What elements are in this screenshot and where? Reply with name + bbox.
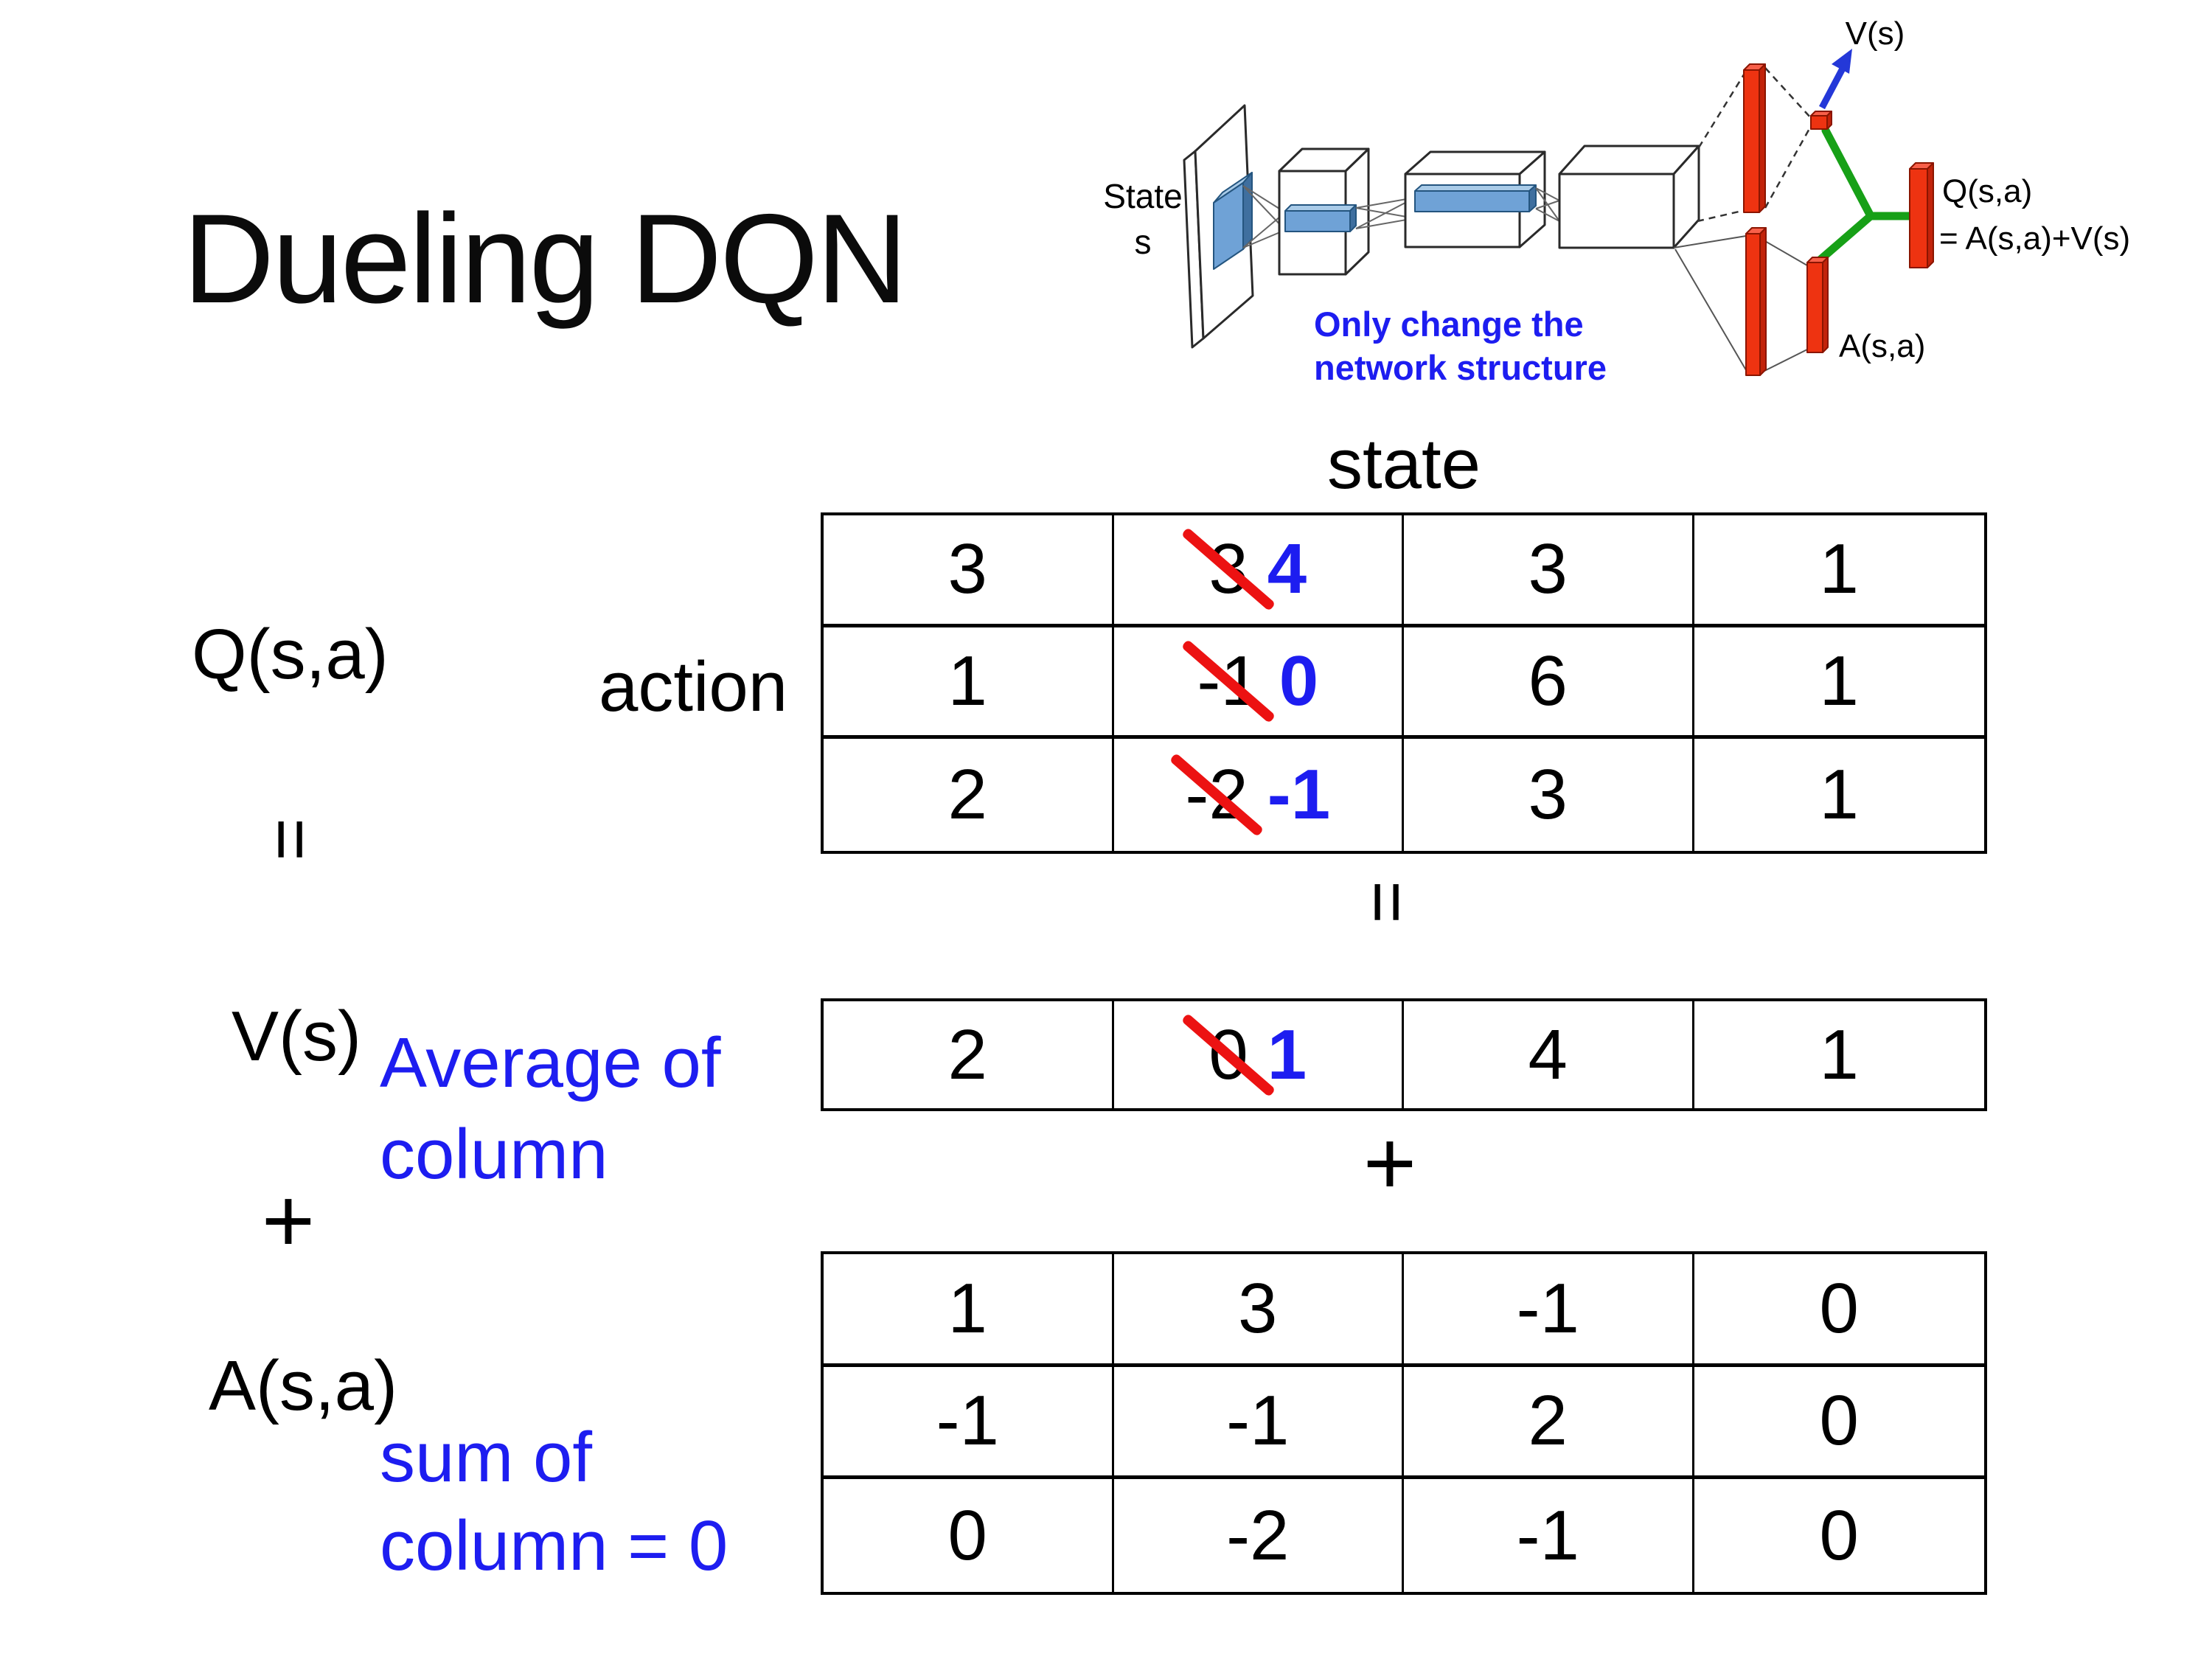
a-cell: -1	[1404, 1479, 1694, 1592]
old-value: 3	[1180, 527, 1276, 612]
old-value: -1	[1180, 639, 1276, 724]
equals-center: =	[1346, 880, 1429, 924]
average-note-line2: column	[380, 1115, 608, 1194]
a-cell: -1	[1404, 1254, 1694, 1367]
a-cell: -2	[1114, 1479, 1404, 1592]
v-stream-dashed-links	[1697, 67, 1812, 223]
sum-note-line2: column = 0	[380, 1506, 728, 1585]
diagram-v-output-label: V(s)	[1846, 15, 1905, 52]
a-cell: 0	[1819, 1495, 1859, 1575]
plus-left: +	[261, 1170, 316, 1272]
q-table: 3 3 4 3 1 1 -1 0 6 1 2 -2 -1 3 1	[821, 512, 1987, 854]
q-node-bar	[1909, 162, 1934, 268]
a-cell: 0	[1694, 1367, 1984, 1480]
state-header: state	[1326, 425, 1481, 504]
v-matrix-label: V(s)	[232, 997, 361, 1076]
conv-filter-3	[1414, 184, 1537, 212]
diagram-q-formula-label: = A(s,a)+V(s)	[1939, 220, 2130, 257]
q-cell-corrected: 3 4	[1113, 515, 1404, 627]
new-value: 1	[1267, 1015, 1307, 1094]
combine-links	[1811, 126, 1913, 268]
old-value: -2	[1169, 753, 1265, 838]
v-cell-corrected: 0 1	[1114, 1001, 1404, 1108]
a-matrix-label: A(s,a)	[209, 1346, 398, 1425]
a-cell: 0	[1694, 1254, 1984, 1367]
q-cell-corrected: -2 -1	[1114, 739, 1404, 851]
old-value: 0	[1180, 1012, 1276, 1097]
a-stream-links	[1673, 235, 1808, 375]
q-cell: 3	[1404, 515, 1694, 627]
q-cell: 1	[1819, 755, 1859, 835]
q-cell: 1	[824, 627, 1114, 740]
a-node-bar	[1806, 257, 1829, 353]
new-value: 4	[1267, 529, 1307, 609]
a-cell: -1	[1113, 1366, 1404, 1480]
q-cell: 3	[824, 515, 1114, 627]
conv-filter-1	[1213, 172, 1253, 270]
q-cell: 3	[1404, 739, 1694, 851]
conv-filter-2	[1284, 204, 1357, 232]
q-cell-corrected: -1 0	[1113, 627, 1404, 740]
v-cell: 4	[1404, 1001, 1694, 1108]
a-table: 1 3 -1 0 -1 -1 2 0 0 -2 -1 0	[821, 1251, 1987, 1595]
v-output-arrow	[1819, 49, 1852, 110]
plus-center: +	[1363, 1113, 1417, 1214]
a-cell: 3	[1113, 1254, 1404, 1367]
q-cell: 2	[824, 739, 1114, 851]
q-cell: 6	[1404, 627, 1694, 740]
v-cell: 2	[824, 1001, 1114, 1108]
diagram-note-line2: network structure	[1314, 348, 1607, 387]
fc-bar-lower	[1745, 227, 1767, 376]
diagram-note-line1: Only change the	[1314, 305, 1584, 344]
diagram-a-output-label: A(s,a)	[1839, 328, 1925, 364]
a-cell: 2	[1404, 1366, 1694, 1480]
conv-box-3	[1558, 145, 1700, 249]
diagram-q-output-label: Q(s,a)	[1942, 173, 2032, 209]
average-note: Average of column	[380, 1018, 721, 1200]
diagram-state-label-line2: s	[1135, 223, 1152, 261]
new-value: -1	[1267, 755, 1331, 835]
a-cell: -1	[824, 1366, 1114, 1480]
slide-title: Dueling DQN	[183, 188, 908, 330]
q-matrix-label: Q(s,a)	[192, 615, 389, 694]
new-value: 0	[1279, 641, 1319, 720]
dueling-network-diagram: State s V(s) Q(s,a) = A(s,a)+V(s) A(s,a)…	[1103, 15, 2130, 387]
equals-left: =	[249, 817, 333, 861]
q-cell: 1	[1694, 627, 1984, 740]
conv-fan-3	[1535, 187, 1560, 222]
v-cell: 1	[1819, 1015, 1859, 1094]
a-cell: 1	[824, 1254, 1114, 1367]
diagram-state-label-line1: State	[1103, 177, 1182, 215]
sum-note-line1: sum of	[380, 1418, 593, 1497]
q-cell: 1	[1694, 515, 1984, 627]
fc-bar-upper	[1743, 63, 1766, 213]
a-cell: 0	[824, 1479, 1114, 1592]
v-table: 2 0 1 4 1	[821, 998, 1987, 1111]
action-label: action	[599, 647, 788, 726]
sum-note: sum of column = 0	[380, 1413, 728, 1590]
average-note-line1: Average of	[380, 1023, 721, 1102]
v-node-bar	[1810, 111, 1832, 130]
